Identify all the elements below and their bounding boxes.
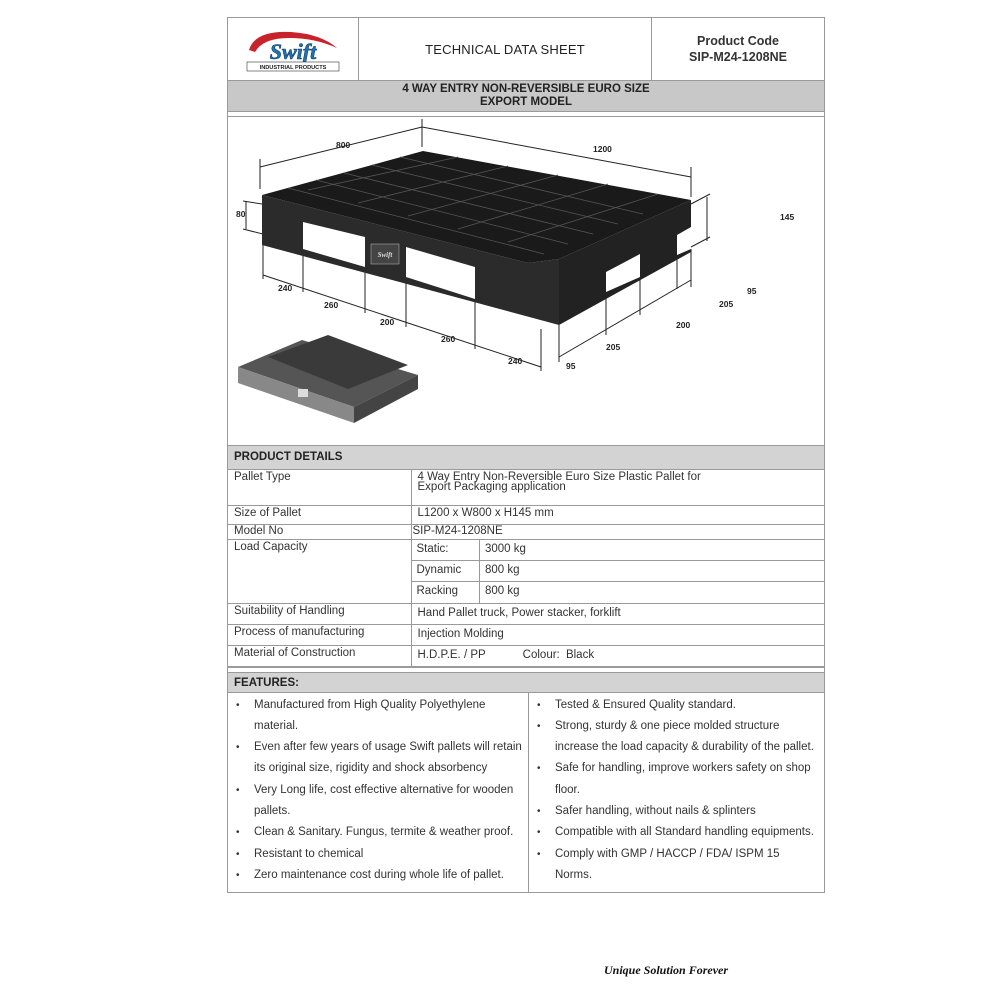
- row-value: L1200 x W800 x H145 mm: [410, 504, 824, 525]
- feature-item: Very Long life, cost effective alternati…: [228, 780, 528, 823]
- row-label: Material of Construction: [228, 644, 412, 667]
- feature-item: Manufactured from High Quality Polyethyl…: [228, 695, 528, 738]
- row-value: Static: 3000 kg Dynamic 800 kg Racking 8…: [410, 538, 824, 604]
- table-row: Dynamic 800 kg: [411, 560, 824, 582]
- product-code-box: Product Code SIP-M24-1208NE: [652, 18, 824, 80]
- row-value: H.D.P.E. / PP Colour: Black: [410, 644, 824, 667]
- dim-length-1200: 1200: [593, 144, 612, 154]
- feature-item: Strong, sturdy & one piece molded struct…: [529, 716, 824, 759]
- row-value: Injection Molding: [410, 623, 824, 646]
- feature-item: Even after few years of usage Swift pall…: [228, 737, 528, 780]
- features-left-column: Manufactured from High Quality Polyethyl…: [228, 692, 529, 893]
- dim-front-95: 95: [566, 361, 576, 371]
- document-title: TECHNICAL DATA SHEET: [359, 18, 652, 80]
- pallet-diagram: Swift 800 1200 80 145 240 260 200 260 24…: [228, 117, 824, 446]
- load-type: Dynamic: [411, 560, 480, 582]
- load-value: 800 kg: [479, 560, 824, 582]
- dim-front-240-a: 240: [278, 283, 293, 293]
- table-row: Model No SIP-M24-1208NE: [228, 523, 824, 540]
- feature-item: Tested & Ensured Quality standard.: [529, 695, 824, 717]
- table-row: Load Capacity Static: 3000 kg Dynamic 80…: [228, 538, 824, 604]
- features-heading: FEATURES:: [228, 672, 824, 693]
- technical-data-sheet: Swift INDUSTRIAL PRODUCTS TECHNICAL DATA…: [227, 17, 825, 894]
- dim-height-145: 145: [780, 212, 795, 222]
- table-row: Suitability of Handling Hand Pallet truc…: [228, 602, 824, 625]
- subtitle-line-1: 4 WAY ENTRY NON-REVERSIBLE EURO SIZE: [402, 83, 650, 95]
- feature-item: Resistant to chemical: [228, 844, 528, 866]
- dim-side-95: 95: [747, 286, 757, 296]
- table-row: Racking 800 kg: [411, 581, 824, 603]
- dim-front-240-b: 240: [508, 356, 523, 366]
- features-right-column: Tested & Ensured Quality standard. Stron…: [529, 693, 824, 893]
- colour-label: Colour:: [522, 648, 560, 661]
- company-logo: Swift INDUSTRIAL PRODUCTS: [228, 18, 359, 80]
- product-details-heading: PRODUCT DETAILS: [228, 446, 824, 470]
- load-type: Static:: [411, 539, 480, 561]
- table-row: Pallet Type 4 Way Entry Non-Reversible E…: [228, 470, 824, 506]
- features-list: Manufactured from High Quality Polyethyl…: [228, 692, 824, 893]
- dim-front-200: 200: [380, 317, 395, 327]
- sheet-header: Swift INDUSTRIAL PRODUCTS TECHNICAL DATA…: [228, 18, 824, 81]
- pallet-type-line-2: Export Packaging application: [417, 481, 566, 493]
- material-value: H.D.P.E. / PP: [417, 648, 486, 661]
- colour-value: Black: [565, 648, 595, 661]
- dim-side-200: 200: [676, 320, 691, 330]
- row-label: Model No: [228, 523, 412, 540]
- product-details-table: Pallet Type 4 Way Entry Non-Reversible E…: [228, 470, 824, 667]
- load-type: Racking: [411, 581, 480, 603]
- spacer: [228, 112, 824, 117]
- table-row: Static: 3000 kg: [411, 539, 824, 561]
- row-label: Process of manufacturing: [228, 623, 412, 646]
- svg-text:Swift: Swift: [378, 251, 394, 259]
- subtitle-line-2: EXPORT MODEL: [479, 96, 572, 108]
- feature-item: Zero maintenance cost during whole life …: [228, 865, 528, 887]
- product-code-label: Product Code: [697, 34, 779, 48]
- svg-text:INDUSTRIAL PRODUCTS: INDUSTRIAL PRODUCTS: [260, 65, 327, 71]
- product-code-value: SIP-M24-1208NE: [689, 50, 787, 64]
- dim-height-80: 80: [236, 209, 246, 219]
- feature-item: Safe for handling, improve workers safet…: [529, 758, 824, 801]
- row-value: SIP-M24-1208NE: [410, 523, 824, 540]
- row-label: Size of Pallet: [228, 504, 412, 525]
- row-label: Load Capacity: [228, 538, 412, 604]
- dim-front-260-b: 260: [441, 334, 456, 344]
- load-value: 3000 kg: [479, 539, 824, 561]
- row-value: Hand Pallet truck, Power stacker, forkli…: [410, 602, 824, 625]
- feature-item: Clean & Sanitary. Fungus, termite & weat…: [228, 822, 528, 844]
- table-row: Process of manufacturing Injection Moldi…: [228, 623, 824, 646]
- row-label: Pallet Type: [228, 470, 412, 506]
- dim-width-800: 800: [336, 140, 351, 150]
- load-value: 800 kg: [479, 581, 824, 603]
- table-row: Size of Pallet L1200 x W800 x H145 mm: [228, 504, 824, 525]
- model-subtitle: 4 WAY ENTRY NON-REVERSIBLE EURO SIZE EXP…: [228, 81, 824, 112]
- load-capacity-table: Static: 3000 kg Dynamic 800 kg Racking 8…: [411, 539, 824, 603]
- row-value: 4 Way Entry Non-Reversible Euro Size Pla…: [410, 470, 824, 506]
- pallet-drawing-icon: Swift: [238, 119, 711, 423]
- table-row: Material of Construction H.D.P.E. / PP C…: [228, 644, 824, 667]
- feature-item: Compatible with all Standard handling eq…: [529, 822, 824, 844]
- swift-logo-icon: Swift INDUSTRIAL PRODUCTS: [246, 31, 340, 72]
- dim-side-205-a: 205: [606, 342, 621, 352]
- feature-item: Safer handling, without nails & splinter…: [529, 801, 824, 823]
- feature-item: Comply with GMP / HACCP / FDA/ ISPM 15 N…: [529, 844, 824, 887]
- spacer: [228, 666, 824, 673]
- svg-text:Swift: Swift: [270, 39, 317, 64]
- pallet-type-line-1: 4 Way Entry Non-Reversible Euro Size Pla…: [417, 471, 701, 483]
- row-label: Suitability of Handling: [228, 602, 412, 625]
- dim-front-260-a: 260: [324, 300, 339, 310]
- dim-side-205-b: 205: [719, 299, 734, 309]
- footer-tagline: Unique Solution Forever: [604, 963, 729, 977]
